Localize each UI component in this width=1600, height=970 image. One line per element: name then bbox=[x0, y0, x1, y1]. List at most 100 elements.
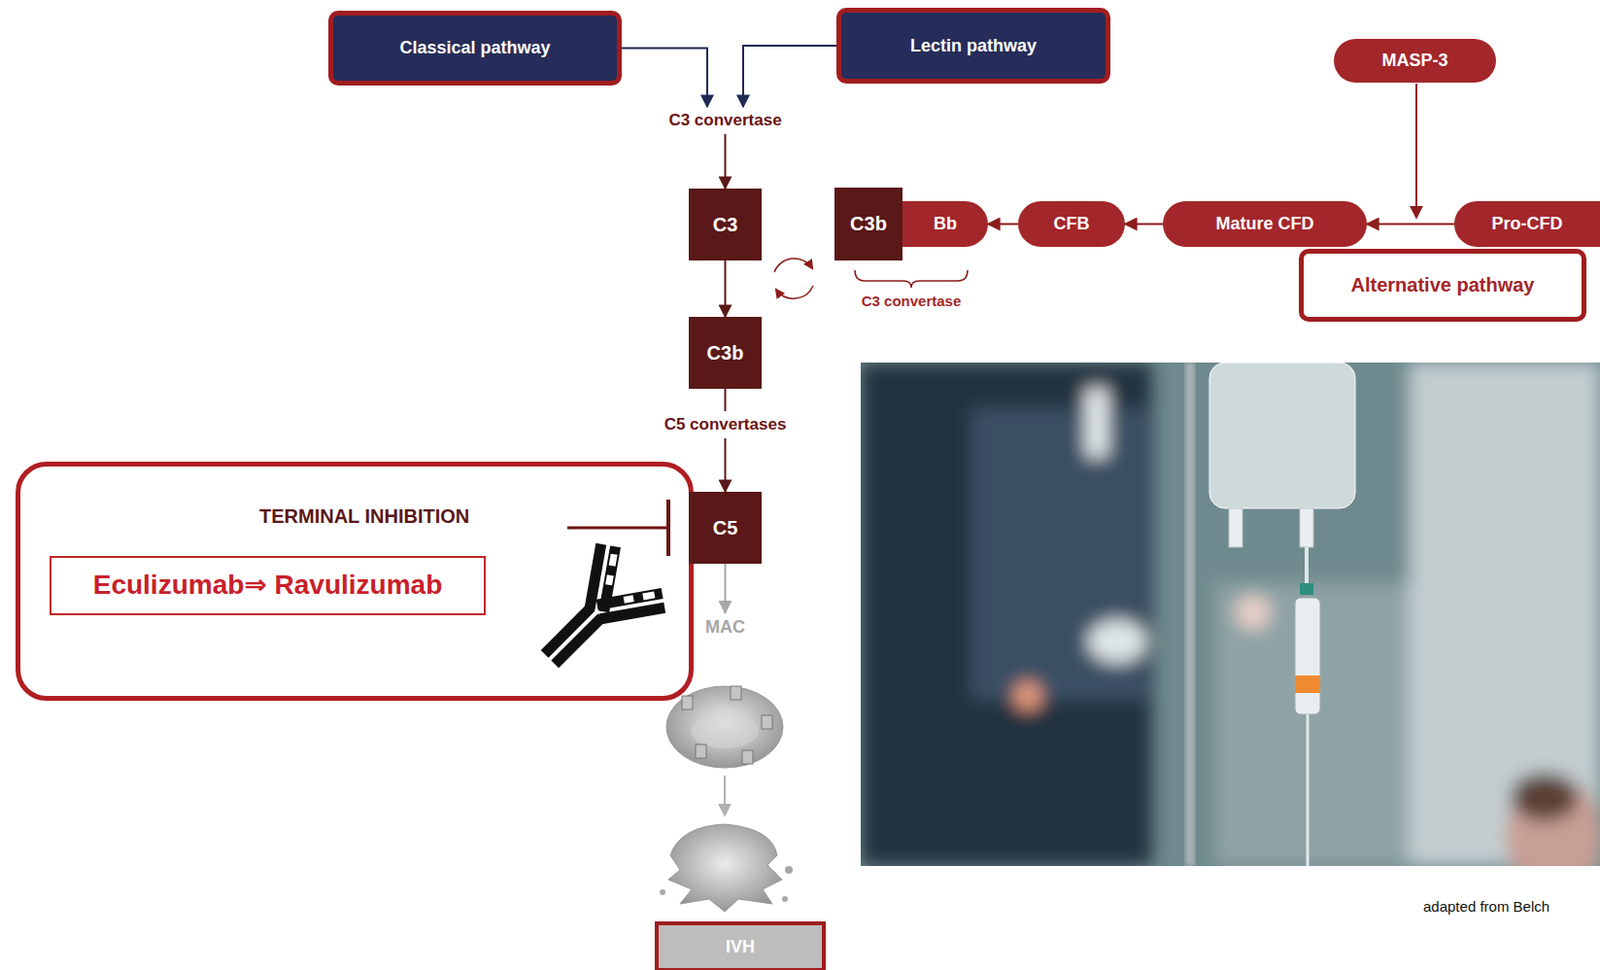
illustration-part bbox=[659, 888, 666, 895]
lysed-red-blood-cell bbox=[659, 823, 793, 912]
iv-tube bbox=[1096, 362, 1100, 399]
pathway-box: Classical pathway bbox=[328, 10, 622, 86]
connector bbox=[724, 388, 727, 411]
node-text: Pro-CFD bbox=[1492, 213, 1564, 235]
node-text: Mature CFD bbox=[1215, 213, 1314, 235]
illustration-part bbox=[761, 714, 773, 729]
pathway-box: Lectin pathway bbox=[836, 7, 1111, 84]
complement-box: C3 bbox=[688, 188, 762, 261]
drip-chamber bbox=[1294, 597, 1321, 715]
illustration-part bbox=[695, 744, 707, 758]
node-text: C3b bbox=[850, 212, 887, 236]
source-note: adapted from Belch bbox=[1423, 897, 1550, 915]
illustration-part bbox=[609, 553, 618, 567]
illustration-part bbox=[1408, 362, 1600, 866]
illustration-part bbox=[742, 749, 753, 764]
illustration-part bbox=[666, 685, 783, 768]
amplification-loop bbox=[776, 285, 814, 299]
complement-box: C3b bbox=[688, 316, 762, 389]
iv-tube bbox=[1306, 714, 1310, 866]
node-text: Classical pathway bbox=[399, 37, 550, 59]
pathway-box: Alternative pathway bbox=[1298, 248, 1587, 322]
illustration-part bbox=[668, 823, 783, 912]
connector bbox=[724, 563, 727, 613]
illustration-part bbox=[782, 895, 788, 902]
iv-tube bbox=[1304, 546, 1309, 583]
connector bbox=[724, 134, 727, 189]
illustration-part bbox=[596, 587, 666, 624]
node-text: Eculizumab⇒ Ravulizumab bbox=[93, 569, 443, 601]
inhibition-panel: TERMINAL INHIBITION Eculizumab⇒ Ravulizum… bbox=[15, 461, 694, 701]
convertase-node: C3 convertase bbox=[656, 106, 794, 135]
illustration-part bbox=[605, 574, 614, 585]
illustration-part bbox=[1214, 582, 1409, 866]
node-text: CFB bbox=[1054, 213, 1090, 235]
illustration-part bbox=[1510, 772, 1579, 821]
connector bbox=[724, 438, 727, 492]
convertase-node: C5 convertases bbox=[646, 410, 804, 439]
illustration-part bbox=[642, 590, 655, 600]
iv-bag bbox=[1209, 362, 1356, 509]
enzyme-pill: Bb bbox=[902, 201, 988, 247]
illustration-part bbox=[623, 594, 635, 604]
illustration-part bbox=[1086, 388, 1108, 457]
inhibition-bar bbox=[666, 499, 671, 556]
illustration-part bbox=[1088, 619, 1147, 663]
connector bbox=[987, 223, 1019, 226]
node-text: Alternative pathway bbox=[1351, 273, 1535, 297]
connector bbox=[1366, 223, 1455, 226]
drip-clamp bbox=[1294, 675, 1321, 693]
illustration-part bbox=[1014, 681, 1042, 710]
node-text: TERMINAL INHIBITION bbox=[259, 505, 470, 528]
photo-background bbox=[860, 362, 1600, 866]
photo-blurred-room bbox=[860, 362, 1600, 866]
enzyme-pill: Pro-CFD bbox=[1454, 201, 1600, 247]
enzyme-pill: Mature CFD bbox=[1162, 201, 1367, 247]
mac-node: MAC bbox=[695, 612, 755, 642]
node-text: MAC bbox=[705, 616, 746, 638]
bracket-label: C3 convertase bbox=[861, 292, 962, 309]
node-text: C3b bbox=[707, 341, 745, 365]
complement-box: C5 bbox=[688, 491, 762, 564]
iv-port bbox=[1228, 508, 1243, 547]
iv-connector bbox=[1299, 582, 1314, 595]
illustration-part bbox=[690, 713, 759, 749]
inhibition-line bbox=[567, 526, 669, 530]
activation-arrow bbox=[1415, 83, 1418, 217]
red-blood-cell bbox=[666, 685, 783, 768]
iv-port bbox=[1299, 508, 1314, 547]
node-text: C3 bbox=[713, 213, 739, 237]
illustration-part bbox=[550, 612, 606, 668]
connector bbox=[743, 45, 837, 107]
illustration-part bbox=[730, 685, 742, 700]
node-text: Bb bbox=[933, 213, 957, 235]
complement-box: C3b bbox=[834, 187, 903, 261]
iv-drip-photo bbox=[860, 362, 1600, 866]
iv-pole bbox=[1185, 362, 1195, 866]
connector bbox=[1124, 223, 1163, 226]
illustration-part bbox=[681, 695, 693, 710]
illustration-part bbox=[1235, 594, 1271, 630]
outcome-box: IVH bbox=[654, 920, 826, 970]
enzyme-pill: CFB bbox=[1018, 201, 1125, 247]
node-text: IVH bbox=[725, 936, 755, 957]
illustration-part bbox=[784, 865, 793, 874]
amplification-loop bbox=[774, 258, 813, 273]
node-text: C5 bbox=[713, 516, 739, 540]
convertase-bracket bbox=[854, 270, 968, 288]
enzyme-pill: MASP-3 bbox=[1333, 38, 1497, 83]
connector bbox=[724, 260, 727, 317]
node-text: C5 convertases bbox=[664, 414, 787, 435]
node-text: Lectin pathway bbox=[910, 35, 1037, 57]
node-text: MASP-3 bbox=[1381, 50, 1448, 71]
lysis-arrow bbox=[723, 775, 726, 815]
illustration-part bbox=[971, 408, 1147, 700]
illustration-part bbox=[860, 362, 1153, 866]
drug-box: Eculizumab⇒ Ravulizumab bbox=[49, 555, 486, 615]
node-text: C3 convertase bbox=[668, 110, 782, 131]
connector bbox=[621, 48, 708, 108]
illustration-part bbox=[598, 602, 666, 625]
